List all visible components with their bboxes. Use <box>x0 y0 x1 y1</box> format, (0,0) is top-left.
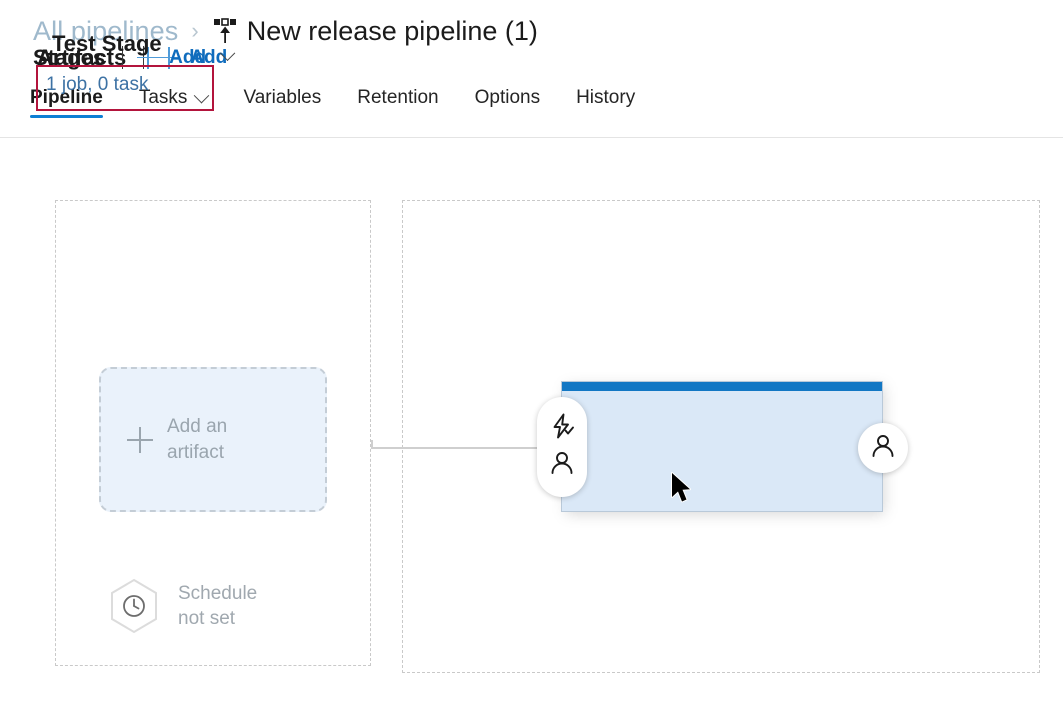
schedule-line2: not set <box>178 608 236 629</box>
schedule-trigger[interactable]: Schedule not set <box>108 578 257 634</box>
tab-variables-label: Variables <box>243 87 322 108</box>
header-divider <box>122 46 124 69</box>
add-stage-button[interactable]: Add <box>169 47 207 68</box>
add-artifact-tile-label: Add an artifact <box>167 414 227 464</box>
artifact-stage-connector <box>371 447 563 449</box>
tab-options-label: Options <box>474 87 541 108</box>
tab-pipeline-label: Pipeline <box>30 87 103 108</box>
page-title: New release pipeline (1) <box>246 15 538 46</box>
breadcrumb: All pipelines › New release pipeline (1) <box>33 10 538 52</box>
post-deployment-approvals-badge[interactable] <box>858 423 908 473</box>
pre-deployment-conditions-pill[interactable] <box>537 397 587 497</box>
breadcrumb-separator: › <box>191 18 199 43</box>
plus-icon[interactable] <box>137 46 160 69</box>
plus-icon[interactable] <box>158 46 181 69</box>
stages-title: Stages <box>33 44 106 70</box>
stage-jobs-tasks-link[interactable]: 1 job, 0 task <box>46 74 149 95</box>
release-pipeline-icon <box>212 17 238 45</box>
tab-tasks-label: Tasks <box>138 87 188 108</box>
artifacts-title: Artifacts <box>37 44 127 70</box>
connector-stub <box>371 440 373 448</box>
breadcrumb-all-pipelines-link[interactable]: All pipelines <box>33 15 179 46</box>
add-artifact-line1: Add an <box>167 416 228 438</box>
schedule-line1: Schedule <box>178 582 258 604</box>
add-artifact-button[interactable]: Add <box>190 47 228 68</box>
person-icon <box>870 433 896 464</box>
plus-icon <box>127 426 153 453</box>
tab-bar-divider <box>0 137 1063 138</box>
stage-meta-highlight <box>36 65 214 111</box>
lightning-check-icon[interactable] <box>549 413 575 444</box>
stage-card[interactable] <box>561 381 883 512</box>
schedule-label: Schedule not set <box>178 581 257 631</box>
tab-history[interactable]: History <box>576 82 635 128</box>
stage-status-bar <box>562 382 882 391</box>
tab-variables[interactable]: Variables <box>243 82 321 128</box>
stage-name: Test Stage <box>52 31 162 56</box>
chevron-down-icon[interactable] <box>219 45 236 62</box>
tab-bar: Pipeline Tasks Variables Retention Optio… <box>0 82 1063 138</box>
clock-hexagon-icon <box>108 578 160 634</box>
tab-tasks[interactable]: Tasks <box>138 82 210 128</box>
tab-options[interactable]: Options <box>475 82 540 128</box>
tab-history-label: History <box>576 87 636 108</box>
tab-pipeline[interactable]: Pipeline <box>30 82 103 128</box>
artifacts-header: Artifacts Add <box>37 46 227 69</box>
tab-retention[interactable]: Retention <box>357 82 438 128</box>
add-an-artifact-tile[interactable]: Add an artifact <box>99 367 327 512</box>
add-artifact-line2: artifact <box>167 441 225 463</box>
stages-header: Stages Add <box>33 44 236 70</box>
person-icon[interactable] <box>549 450 575 481</box>
tab-retention-label: Retention <box>357 87 439 108</box>
